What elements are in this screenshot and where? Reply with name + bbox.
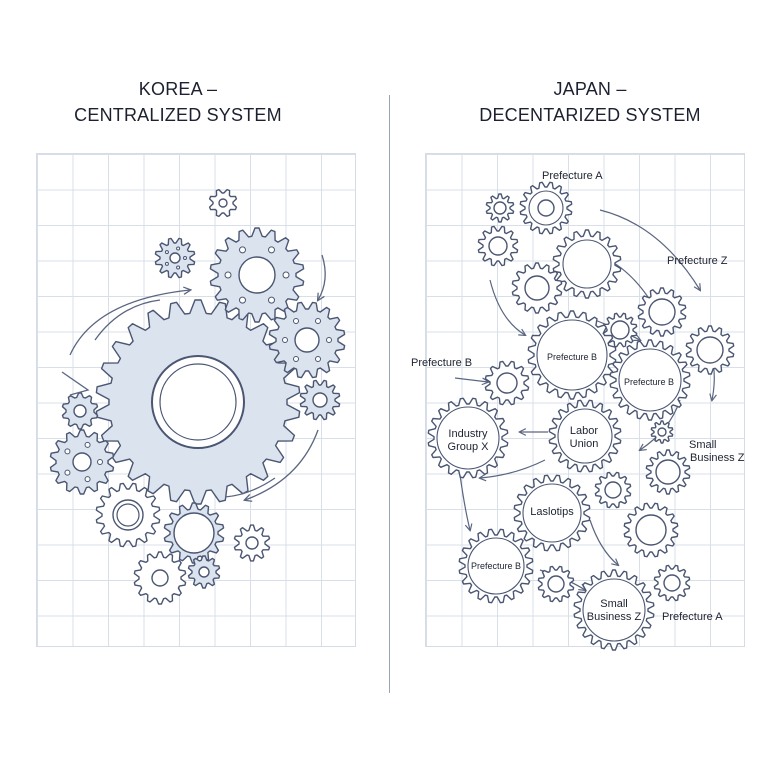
korea-gear-right [268,301,346,379]
japan-arrow-7 [459,474,470,530]
japan-gear-small-business-bottom [573,569,655,651]
korea-title-line2: CENTRALIZED SYSTEM [74,105,282,125]
japan-gear-left-mid [484,360,530,406]
japan-labels: Prefecture A Prefecture Z Prefecture B P… [411,170,745,623]
korea-gear-bottom-left [95,482,161,548]
japan-gear-bottom-small [537,565,575,603]
korea-arrow-right [318,254,326,300]
korea-gears [49,188,346,605]
japan-gear-small-business-right [645,449,691,495]
panel-divider [389,95,390,693]
japan-gear-right-tiny [650,420,674,444]
label-industry-group-line2: Group X [448,441,490,453]
japan-gear-center-small [511,262,563,314]
japan-gear-top-center [552,229,622,299]
label-small-business-right-line1: Small [689,439,717,451]
korea-gear-bottom-far-left [133,551,187,605]
japan-gears [427,181,735,651]
japan-gear-top-left-tiny [485,193,515,223]
japan-gear-laslotips [513,474,591,552]
japan-title-line1: JAPAN – [553,79,627,99]
japan-arrow-8 [480,459,546,478]
label-prefecture-b-gear1: Prefecture B [547,352,597,362]
korea-main-gear [95,299,301,505]
label-prefecture-b-gear2: Prefecture B [624,377,674,387]
japan-gear-pref-b-bottom [458,528,534,604]
korea-arrow-left [61,371,90,396]
label-labor-union-line1: Labor [570,425,598,437]
japan-arrow-3 [489,279,525,335]
korea-arrow-top [69,290,190,356]
japan-panel-title: JAPAN – DECENTARIZED SYSTEM [430,76,750,128]
japan-arrow-11 [454,377,488,382]
japan-gear-labor-union [548,399,622,473]
japan-arrow-9 [589,519,618,565]
korea-gear-left [49,429,115,495]
korea-gear-bottom-right [233,524,271,562]
korea-arrow-bottom-right [245,429,319,500]
japan-gear-right-low [623,502,679,558]
korea-gear-left-small [61,392,99,430]
korea-gear-top [209,227,305,323]
label-prefecture-a-top: Prefecture A [542,170,603,182]
label-industry-group-line1: Industry [448,428,488,440]
korea-title-line1: KOREA – [138,79,218,99]
japan-gear-pref-a-top [519,181,573,235]
label-small-business-right-line2: Business Z [690,452,745,464]
korea-arrow-bottom [224,477,276,498]
japan-gear-bottom-right [653,564,691,602]
label-labor-union-line2: Union [570,438,599,450]
japan-gear-pref-b-1 [527,310,617,400]
label-prefecture-b-outer: Prefecture B [411,357,472,369]
korea-gear-right-small [299,379,341,421]
korea-panel-title: KOREA – CENTRALIZED SYSTEM [28,76,328,128]
japan-gear-right-cross [685,325,735,375]
label-prefecture-z: Prefecture Z [667,255,728,267]
label-small-business-bottom-line2: Business Z [587,611,642,623]
korea-gear-bottom-center [163,502,225,564]
label-small-business-bottom-line1: Small [600,598,628,610]
korea-gear-top-left [154,237,196,279]
japan-gear-right-top [637,287,687,337]
japan-gear-pref-b-2 [609,339,691,421]
label-prefecture-a-bottom: Prefecture A [662,611,723,623]
japan-gear-mid-small [594,471,632,509]
korea-gear-bottom-tiny [187,555,221,589]
label-laslotips: Laslotips [530,506,574,518]
korea-gear-top-tiny [208,188,238,218]
japan-gear-top-left [477,225,519,267]
korea-arrow-top-inner [94,299,161,341]
japan-title-line2: DECENTARIZED SYSTEM [479,105,701,125]
japan-gear-industry-group [427,397,509,479]
label-prefecture-b-bottom: Prefecture B [471,561,521,571]
korea-flow-arrows [61,254,326,500]
japan-arrow-1 [599,209,700,290]
